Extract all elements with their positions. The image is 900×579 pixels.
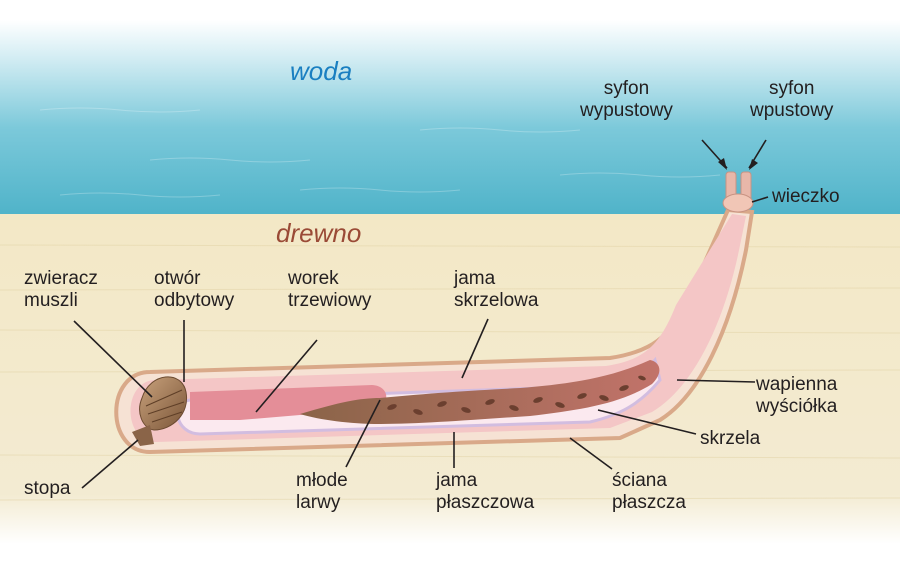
label-gills: skrzela	[700, 428, 760, 450]
label-foot: stopa	[24, 478, 70, 500]
label-operculum: wieczko	[772, 186, 840, 208]
wood-zone-label: drewno	[276, 218, 361, 249]
label-gill-cavity: jama skrzelowa	[454, 268, 538, 312]
label-mantle-wall: ściana płaszcza	[612, 470, 686, 514]
label-siphon-out: syfon wypustowy	[580, 78, 673, 122]
label-young-larvae: młode larwy	[296, 470, 348, 514]
label-siphon-in: syfon wpustowy	[750, 78, 833, 122]
label-shell-sphincter: zwieracz muszli	[24, 268, 98, 312]
label-anal-opening: otwór odbytowy	[154, 268, 234, 312]
label-mantle-cavity: jama płaszczowa	[436, 470, 534, 514]
operculum-shape	[723, 194, 753, 212]
label-calcareous-lining: wapienna wyściółka	[756, 374, 837, 418]
label-visceral-sac: worek trzewiowy	[288, 268, 371, 312]
water-zone-label: woda	[290, 56, 352, 87]
